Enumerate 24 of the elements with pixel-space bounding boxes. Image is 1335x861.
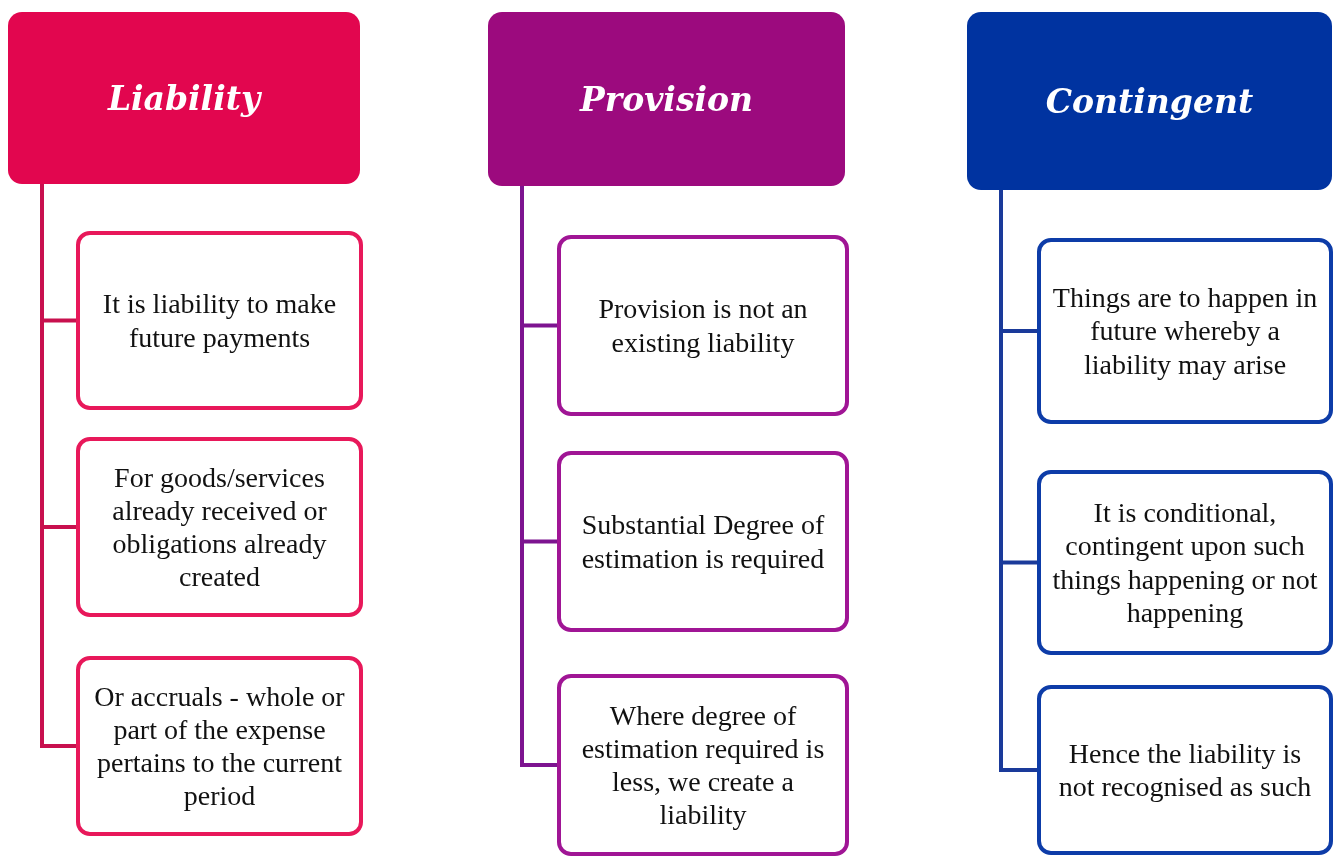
- heading-box: [967, 12, 1332, 190]
- box-text: Where degree of estimation required is less, we create a liability: [580, 698, 826, 832]
- text-box: [1037, 238, 1333, 424]
- box-text: For goods/services already received or obligations already created: [111, 460, 328, 594]
- text-box: [557, 674, 849, 856]
- heading-text: Liability: [107, 78, 261, 118]
- box-text: Substantial Degree of estimation is required: [580, 508, 826, 575]
- text-box: [557, 451, 849, 632]
- heading-box: [8, 12, 360, 184]
- text-box: [1037, 470, 1333, 655]
- box-text: It is liability to make future payments: [101, 287, 338, 354]
- heading-text: Provision: [579, 79, 753, 119]
- box-text: Or accruals - whole or part of the expense pertains to the current period: [93, 679, 346, 813]
- heading-text: Contingent: [1045, 81, 1254, 121]
- text-box: [557, 235, 849, 416]
- box-text: Hence the liability is not recognised as such: [1057, 736, 1313, 804]
- text-box: [1037, 685, 1333, 855]
- text-box: [76, 231, 363, 410]
- box-text: Things are to happen in future whereby a liability may arise: [1051, 281, 1319, 381]
- text-box: [76, 437, 363, 617]
- text-box: [76, 656, 363, 836]
- heading-box: [488, 12, 845, 186]
- box-text: It is conditional, contingent upon such things happening or not happening: [1051, 496, 1319, 629]
- box-text: Provision is not an existing liability: [597, 292, 809, 359]
